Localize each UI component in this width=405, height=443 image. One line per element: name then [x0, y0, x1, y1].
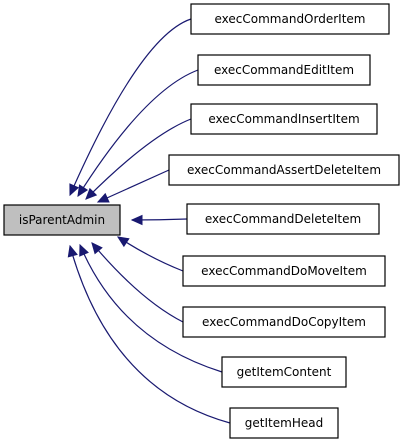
caller-node-box — [190, 103, 378, 135]
arrowhead-8 — [67, 244, 78, 258]
call-edge-8 — [69, 245, 231, 424]
caller-node-5[interactable]: execCommandDoMoveItem — [182, 255, 386, 287]
caller-node-label: execCommandDoMoveItem — [201, 264, 367, 278]
call-edge-2 — [85, 118, 192, 200]
caller-node-label: execCommandDeleteItem — [205, 212, 361, 226]
arrowhead-0 — [69, 183, 80, 197]
call-edge-7 — [79, 244, 223, 373]
arrowhead-4 — [130, 214, 143, 226]
caller-node-3[interactable]: execCommandAssertDeleteItem — [168, 154, 400, 186]
arrowhead-6 — [91, 242, 103, 255]
call-edge-0 — [69, 18, 192, 196]
arrowhead-2 — [85, 187, 98, 200]
call-edge-5 — [117, 236, 184, 272]
caller-node-box — [182, 306, 386, 338]
call-edge-6 — [91, 242, 184, 323]
caller-node-box — [229, 407, 339, 439]
caller-node-box — [190, 3, 390, 35]
call-edge-3 — [97, 169, 170, 203]
caller-node-box — [182, 255, 386, 287]
arrowhead-1 — [77, 184, 89, 198]
arrowhead-5 — [116, 236, 130, 248]
caller-node-7[interactable]: getItemContent — [221, 356, 347, 388]
caller-node-label: getItemContent — [237, 365, 332, 379]
caller-node-4[interactable]: execCommandDeleteItem — [186, 203, 380, 235]
caller-node-6[interactable]: execCommandDoCopyItem — [182, 306, 386, 338]
root-node-box — [3, 204, 121, 236]
caller-node-label: execCommandInsertItem — [208, 112, 359, 126]
caller-node-box — [221, 356, 347, 388]
caller-node-8[interactable]: getItemHead — [229, 407, 339, 439]
caller-node-label: execCommandOrderItem — [215, 12, 366, 26]
edges — [67, 18, 231, 424]
caller-node-0[interactable]: execCommandOrderItem — [190, 3, 390, 35]
call-edge-1 — [77, 69, 199, 197]
root-node-label: isParentAdmin — [19, 213, 105, 227]
caller-node-label: getItemHead — [245, 416, 323, 430]
arrowhead-7 — [79, 243, 89, 257]
caller-node-box — [197, 54, 371, 86]
arrowhead-3 — [96, 192, 110, 203]
caller-node-label: execCommandEditItem — [214, 63, 354, 77]
caller-node-label: execCommandAssertDeleteItem — [187, 163, 381, 177]
root-node[interactable]: isParentAdmin — [3, 204, 121, 236]
caller-node-2[interactable]: execCommandInsertItem — [190, 103, 378, 135]
caller-node-label: execCommandDoCopyItem — [202, 315, 366, 329]
caller-node-box — [168, 154, 400, 186]
caller-node-box — [186, 203, 380, 235]
caller-node-1[interactable]: execCommandEditItem — [197, 54, 371, 86]
